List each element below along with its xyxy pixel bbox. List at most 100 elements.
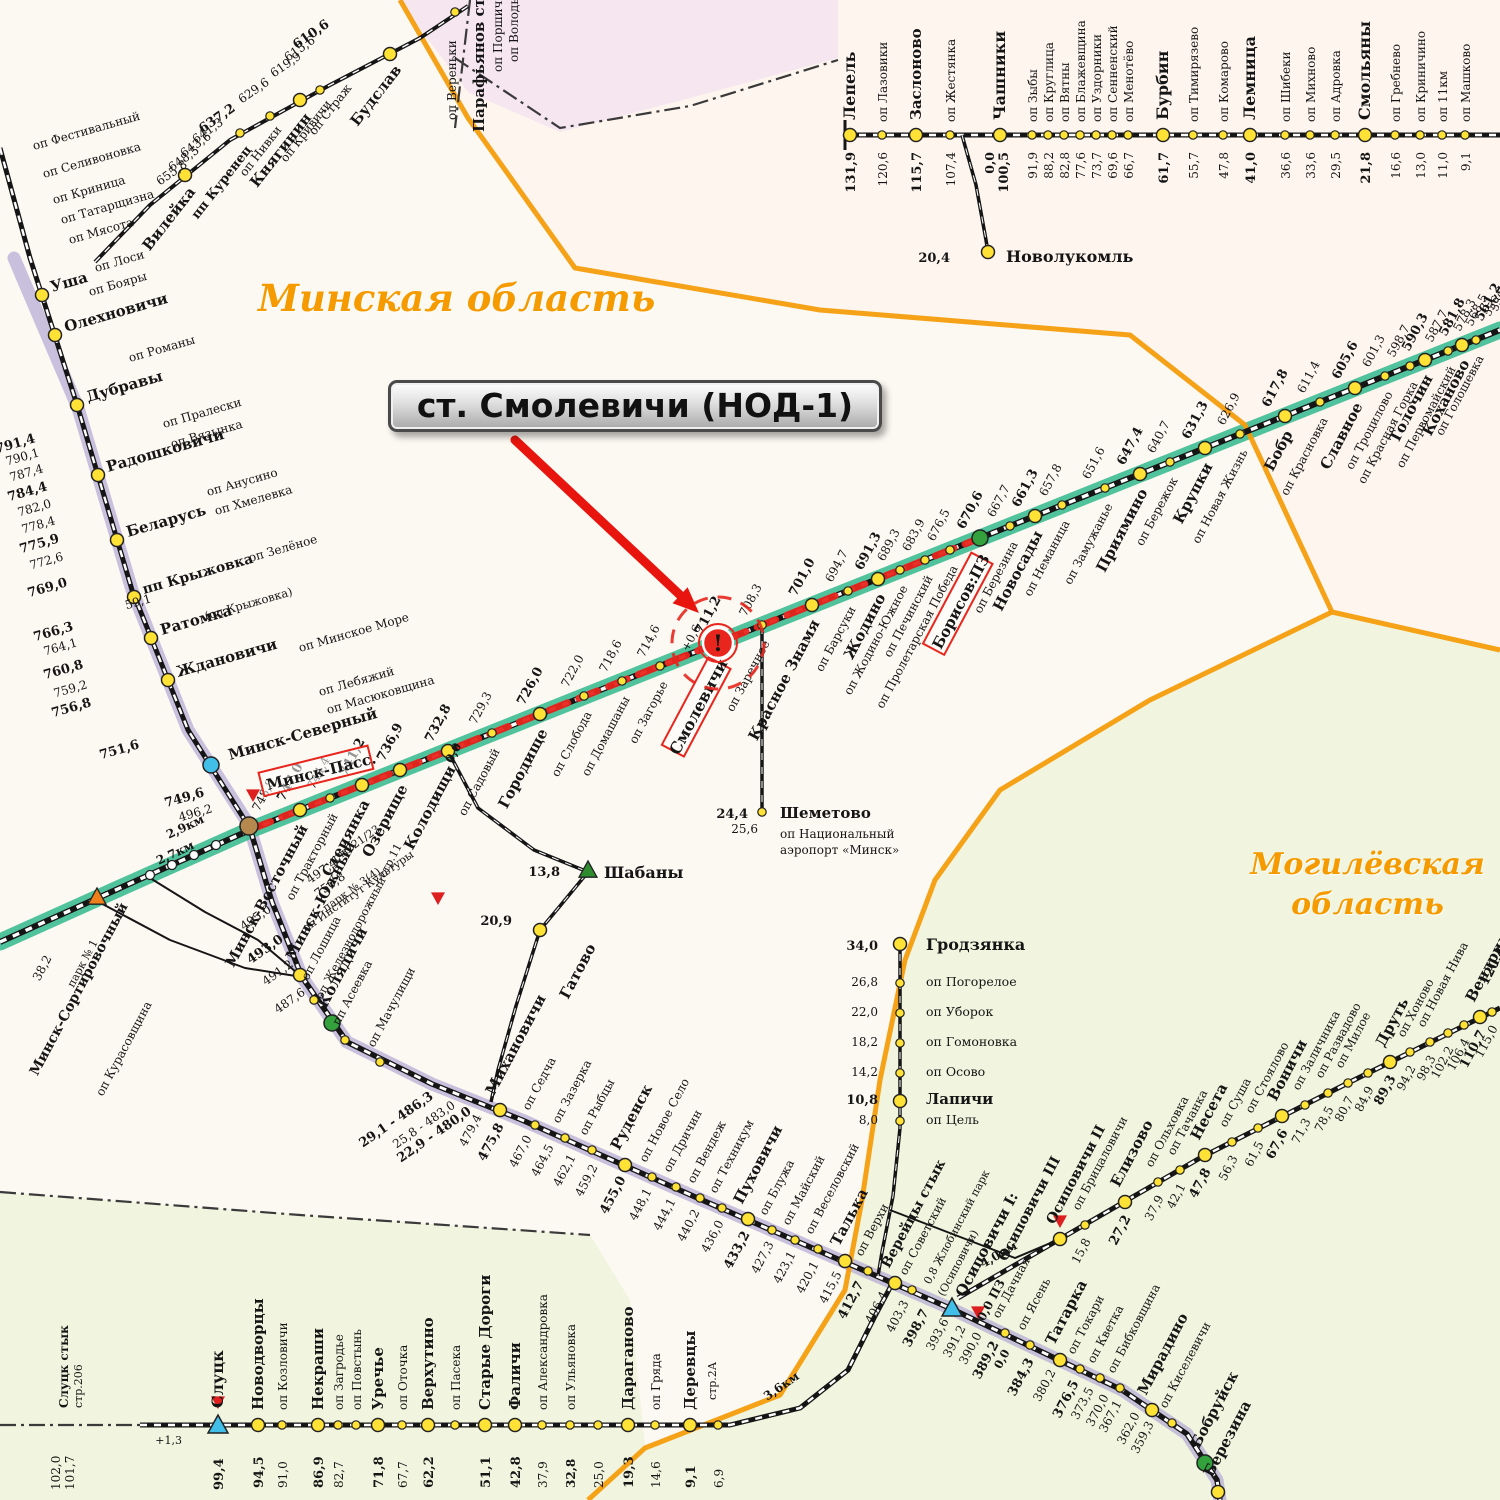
label-text: 0,0 [982, 152, 997, 174]
park-dot [144, 869, 156, 881]
station-dot [109, 532, 125, 548]
label-text: оп Вереньки [445, 40, 459, 120]
station-dot [354, 777, 370, 793]
station-label: Беларусь [124, 501, 208, 541]
label-text: Шабаны [604, 863, 683, 882]
km-label: 455,0 [597, 1174, 629, 1217]
station-label: Городище [494, 725, 551, 811]
km-label: 13,8 [528, 865, 560, 880]
km-label: 459,2 [572, 1162, 600, 1199]
label-text: 82,7 [332, 1461, 346, 1488]
stop-dot [537, 1420, 547, 1430]
station-label: Верхутино [419, 1317, 437, 1410]
stop-dot [1075, 130, 1085, 140]
region-label-mogilev-oblast: Могилёвская область [1235, 845, 1500, 925]
label-text: 94,5 [252, 1456, 267, 1488]
stop-dot [1363, 1068, 1373, 1078]
label-text: 20,9 [480, 914, 512, 929]
stop-dot [1471, 335, 1481, 345]
station-dot [892, 936, 908, 952]
km-label: 82,7 [332, 1461, 346, 1488]
stop-dot [671, 1182, 681, 1192]
stop-dot [1165, 457, 1175, 467]
stop-dot [790, 1235, 800, 1245]
label-text: +1,3 [155, 1434, 182, 1447]
station-label: Деревцы [681, 1331, 699, 1410]
label-text: 100,5 [997, 152, 1012, 193]
stop-dot [487, 728, 497, 738]
station-dot [682, 1417, 698, 1433]
station-dot [47, 327, 63, 343]
stop-dot [309, 995, 319, 1005]
label-text: 427,3 [748, 1239, 776, 1276]
km-label: 629,6 [236, 75, 272, 106]
label-text: 55,7 [1187, 152, 1201, 179]
stop-label: оп Вереньки [445, 40, 459, 120]
station-dot [532, 706, 548, 722]
km-label: +1,3 [155, 1434, 182, 1447]
label-text: 667,7 [984, 482, 1012, 519]
stop-label: оп Осово [926, 1064, 985, 1079]
station-label: Заслоново [907, 28, 925, 120]
label-text: 718,6 [596, 637, 624, 674]
label-text: 464,5 [528, 1142, 556, 1179]
stop-dot [315, 85, 325, 95]
label-text: оп Менотёво [1122, 41, 1136, 122]
station-label: Гатово [556, 941, 600, 1002]
stop-dot [1380, 371, 1390, 381]
label-text: оп Зыбы [1026, 69, 1040, 122]
label-text: 24,4 [716, 807, 748, 822]
focus-dashed-ring [670, 595, 766, 691]
label-text: 71,8 [372, 1456, 387, 1488]
label-text: 42,8 [509, 1456, 524, 1488]
stop-label: оп Уздорники [1090, 34, 1104, 122]
label-text: оп Блажевщина [1074, 20, 1088, 122]
signal-triangle-red [211, 1396, 225, 1409]
label-text: 26,8 [851, 975, 878, 989]
station-dot [310, 1417, 326, 1433]
station-label: Лапичи [926, 1090, 993, 1108]
label-text: оп Седча [519, 1055, 558, 1113]
station-dot [177, 167, 193, 183]
km-label: 487,6 [272, 985, 308, 1016]
label-text: 91,0 [276, 1461, 290, 1488]
km-label: 47,8 [1217, 152, 1231, 179]
km-label: 34,0 [846, 939, 878, 954]
label-text: 440,2 [674, 1207, 702, 1244]
stop-dot [1091, 130, 1101, 140]
stop-dot [1253, 1123, 1263, 1133]
stop-dot [1405, 361, 1415, 371]
label-text: 22,0 [851, 1005, 878, 1019]
label-text: Слуцк [208, 1350, 227, 1408]
label-text: 708,3 [736, 581, 764, 618]
label-text: 21,8 [1359, 152, 1374, 184]
stop-dot [340, 1035, 350, 1045]
station-dot [1210, 1484, 1226, 1500]
label-text: 714,6 [634, 622, 662, 659]
label-text: 67,7 [396, 1461, 410, 1488]
stop-dot [1188, 130, 1198, 140]
km-label: 436,0 [698, 1218, 726, 1255]
km-label: 66,7 [1122, 152, 1136, 179]
stop-dot [1459, 1020, 1469, 1030]
label-text: оп Пасека [449, 1345, 463, 1410]
station-dot [1242, 127, 1258, 143]
station-dot [507, 1417, 523, 1433]
stop-dot [895, 1116, 905, 1126]
stop-dot [1100, 483, 1110, 493]
stop-dot [895, 978, 905, 988]
stop-dot [1300, 1100, 1310, 1110]
km-label: 651,6 [1079, 444, 1107, 481]
stop-dot [1487, 1007, 1497, 1017]
km-label: 420,1 [793, 1259, 821, 1296]
label-text: Деревцы [681, 1331, 699, 1410]
label-text: оп Александровка [536, 1294, 550, 1410]
label-text: оп Уздорники [1090, 34, 1104, 122]
station-triangle-blue [940, 1296, 964, 1317]
station-dot [69, 397, 85, 413]
km-label: 9,1 [684, 1465, 699, 1488]
label-text: 647,4 [1114, 425, 1146, 468]
label-text: 444,1 [650, 1196, 678, 1233]
km-label: 694,7 [822, 547, 850, 584]
